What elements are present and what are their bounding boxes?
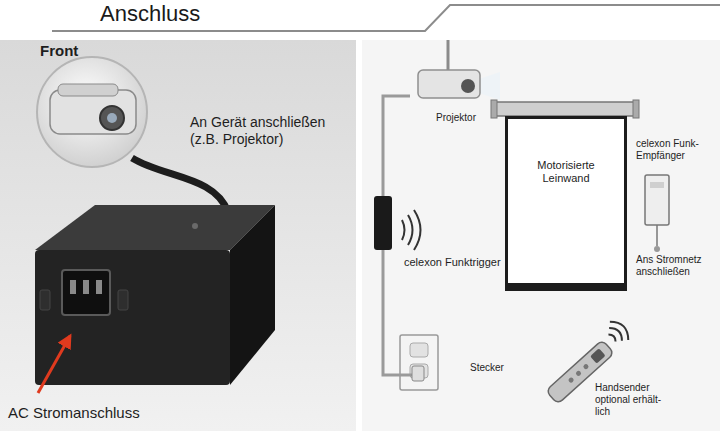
panel-background bbox=[0, 40, 720, 431]
node-label: celexon Funktrigger bbox=[404, 256, 514, 269]
ac-socket bbox=[70, 280, 76, 294]
node-label: Projektor bbox=[436, 112, 488, 124]
node-label: Handsender optional erhält-lich bbox=[595, 382, 675, 418]
panel-background bbox=[0, 40, 356, 431]
wall-socket bbox=[400, 335, 438, 390]
projector-inset bbox=[100, 106, 124, 130]
connection-note: An Gerät anschließen (z.B. Projektor) bbox=[190, 114, 355, 148]
node-label: Motorisierte Leinwand bbox=[521, 159, 611, 185]
wall-socket bbox=[412, 366, 424, 381]
page-title: Anschluss bbox=[100, 1, 200, 27]
trigger-box bbox=[192, 223, 198, 229]
ceiling-projector bbox=[418, 70, 480, 98]
funk-receiver bbox=[654, 246, 660, 252]
remote-control bbox=[575, 370, 582, 377]
power-cable bbox=[132, 158, 228, 212]
screen-housing bbox=[633, 100, 639, 118]
projector-inset bbox=[37, 57, 147, 167]
power-cord bbox=[383, 274, 396, 375]
projector-inset bbox=[50, 90, 136, 134]
ac-socket bbox=[62, 270, 110, 315]
ac-socket bbox=[96, 280, 102, 294]
ac-socket bbox=[62, 270, 110, 315]
ceiling-projector bbox=[447, 40, 450, 70]
trigger-box bbox=[35, 205, 275, 385]
screen-housing bbox=[495, 102, 635, 116]
red-arrow bbox=[38, 336, 70, 393]
part-label: AC Stromanschluss bbox=[8, 404, 140, 422]
screen-housing bbox=[491, 100, 497, 118]
projector-inset bbox=[58, 84, 118, 96]
wall-socket bbox=[410, 343, 428, 357]
funk-trigger bbox=[402, 210, 421, 250]
view-label: Front bbox=[40, 42, 78, 60]
funk-trigger bbox=[374, 196, 392, 250]
wall-socket bbox=[396, 374, 413, 377]
projector-inset bbox=[107, 113, 117, 123]
node-label: Stecker bbox=[470, 362, 514, 374]
ceiling-projector bbox=[418, 40, 500, 100]
funk-receiver bbox=[656, 225, 658, 246]
funk-receiver bbox=[650, 182, 664, 188]
trigger-box bbox=[40, 290, 50, 310]
trigger-box bbox=[230, 205, 275, 385]
socket-node: Stecker bbox=[396, 330, 518, 394]
remote-control bbox=[582, 363, 589, 370]
remote-node: Handsender optional erhält-lich bbox=[553, 332, 703, 426]
funk-trigger bbox=[382, 249, 385, 274]
projector-inset bbox=[37, 57, 147, 167]
node-label: Ans Stromnetz anschließen bbox=[636, 254, 712, 278]
funk-receiver bbox=[645, 175, 669, 225]
remote-control bbox=[590, 348, 606, 363]
wall-socket bbox=[396, 335, 438, 390]
trigger-node: celexon Funktrigger bbox=[366, 190, 518, 274]
projector-node: Projektor bbox=[410, 62, 492, 132]
trigger-box bbox=[118, 290, 128, 310]
funk-receiver bbox=[645, 175, 669, 252]
funk-trigger bbox=[382, 190, 385, 197]
screen-node: Motorisierte Leinwand bbox=[505, 116, 627, 291]
remote-control bbox=[568, 376, 575, 383]
red-arrow bbox=[38, 336, 70, 393]
power-cable bbox=[132, 158, 228, 212]
remote-control bbox=[603, 317, 633, 347]
node-label: celexon Funk-Empfänger bbox=[636, 138, 712, 162]
ceiling-projector bbox=[461, 79, 475, 93]
receiver-node: celexon Funk-EmpfängerAns Stromnetz ansc… bbox=[634, 138, 716, 288]
trigger-box bbox=[35, 250, 230, 385]
ac-socket bbox=[83, 280, 89, 294]
remote-control bbox=[603, 317, 633, 347]
panel-background bbox=[362, 40, 720, 431]
power-cord bbox=[383, 96, 410, 190]
